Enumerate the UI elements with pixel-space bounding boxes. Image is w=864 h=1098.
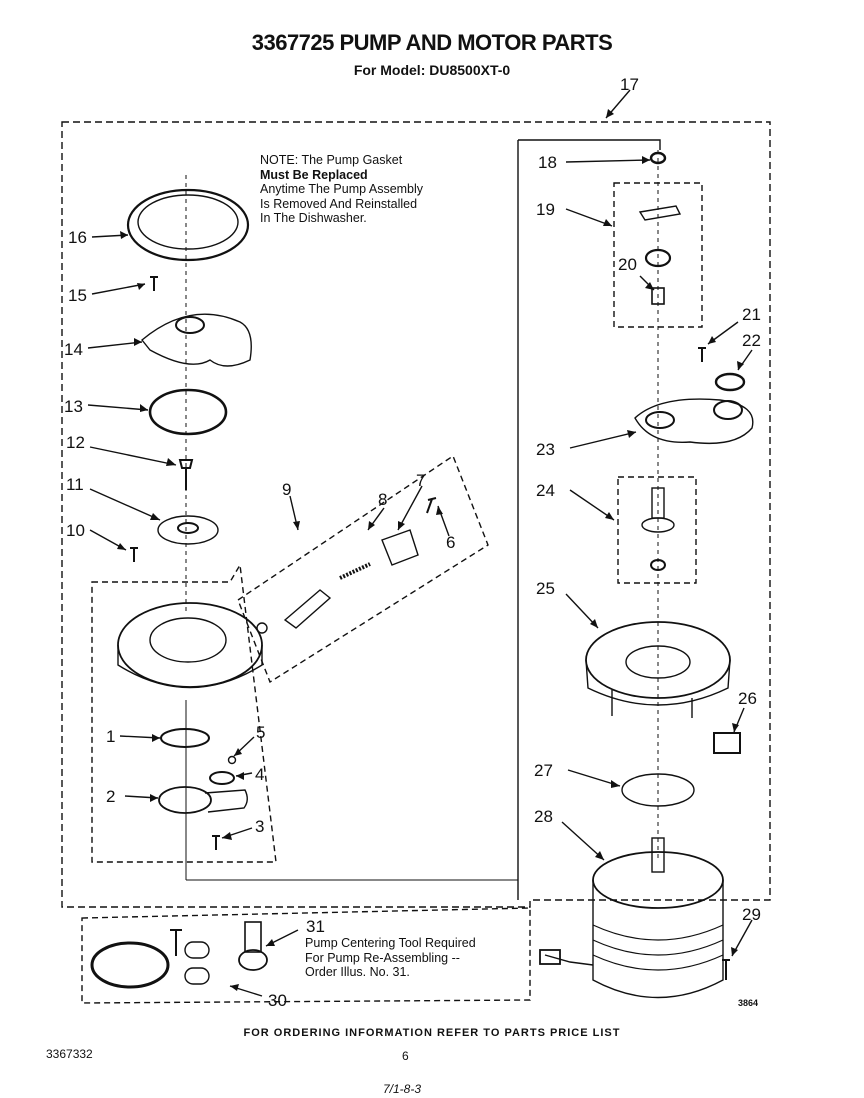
box-24 — [617, 476, 697, 584]
callout-16: 16 — [68, 228, 87, 247]
callout-24: 24 — [536, 481, 555, 500]
note-line: NOTE: The Pump Gasket — [260, 153, 403, 167]
callout-30: 30 — [268, 991, 287, 1010]
callout-28: 28 — [534, 807, 553, 826]
callout-7: 7 — [416, 471, 425, 490]
callout-1: 1 — [106, 727, 115, 746]
callout-31: 31 — [306, 917, 325, 936]
callout-5: 5 — [256, 723, 265, 742]
note-line: Anytime The Pump Assembly — [260, 182, 424, 196]
centering-tool-note: Pump Centering Tool Required For Pump Re… — [305, 936, 525, 980]
callout-21: 21 — [742, 305, 761, 324]
page-number: 6 — [402, 1049, 409, 1063]
callout-3: 3 — [255, 817, 264, 836]
callout-4: 4 — [255, 765, 264, 784]
callout-17: 17 — [620, 75, 639, 94]
callout-6: 6 — [446, 533, 455, 552]
pump-dashed-frame — [91, 562, 277, 863]
callout-29: 29 — [742, 905, 761, 924]
callout-19: 19 — [536, 200, 555, 219]
tool-note-line: Order Illus. No. 31. — [305, 965, 410, 979]
callout-10: 10 — [66, 521, 85, 540]
note-line: In The Dishwasher. — [260, 211, 367, 225]
handwritten-note: 7/1-8-3 — [383, 1082, 422, 1096]
callout-18: 18 — [538, 153, 557, 172]
motor-frame — [517, 139, 661, 900]
model-subtitle: For Model: DU8500XT-0 — [353, 62, 511, 78]
outer-dashed-frame — [61, 121, 771, 908]
callout-20: 20 — [618, 255, 637, 274]
callout-14: 14 — [64, 340, 83, 359]
callout-9: 9 — [282, 480, 291, 499]
kit-dashed-box — [81, 907, 531, 1004]
callout-11: 11 — [66, 475, 84, 494]
callout-25: 25 — [536, 579, 555, 598]
note-line: Is Removed And Reinstalled — [260, 196, 418, 211]
pump-gasket-note: NOTE: The Pump Gasket Must Be Replaced A… — [260, 153, 490, 226]
ordering-info: FOR ORDERING INFORMATION REFER TO PARTS … — [243, 1027, 621, 1039]
callout-2: 2 — [106, 787, 115, 806]
tool-note-line: For Pump Re-Assembling -- — [305, 950, 460, 965]
callout-27: 27 — [534, 761, 553, 780]
page-title: 3367725 PUMP AND MOTOR PARTS — [251, 30, 613, 55]
callout-12: 12 — [66, 433, 85, 452]
callout-15: 15 — [68, 286, 87, 305]
callout-8: 8 — [378, 490, 387, 509]
note-line: Must Be Replaced — [260, 167, 368, 182]
document-number: 3367332 — [46, 1047, 93, 1061]
diagram-code: 3864 — [738, 998, 759, 1008]
tool-note-line: Pump Centering Tool Required — [305, 936, 476, 950]
callout-22: 22 — [742, 331, 761, 350]
callout-26: 26 — [738, 689, 757, 708]
callout-13: 13 — [64, 397, 83, 416]
callout-23: 23 — [536, 440, 555, 459]
